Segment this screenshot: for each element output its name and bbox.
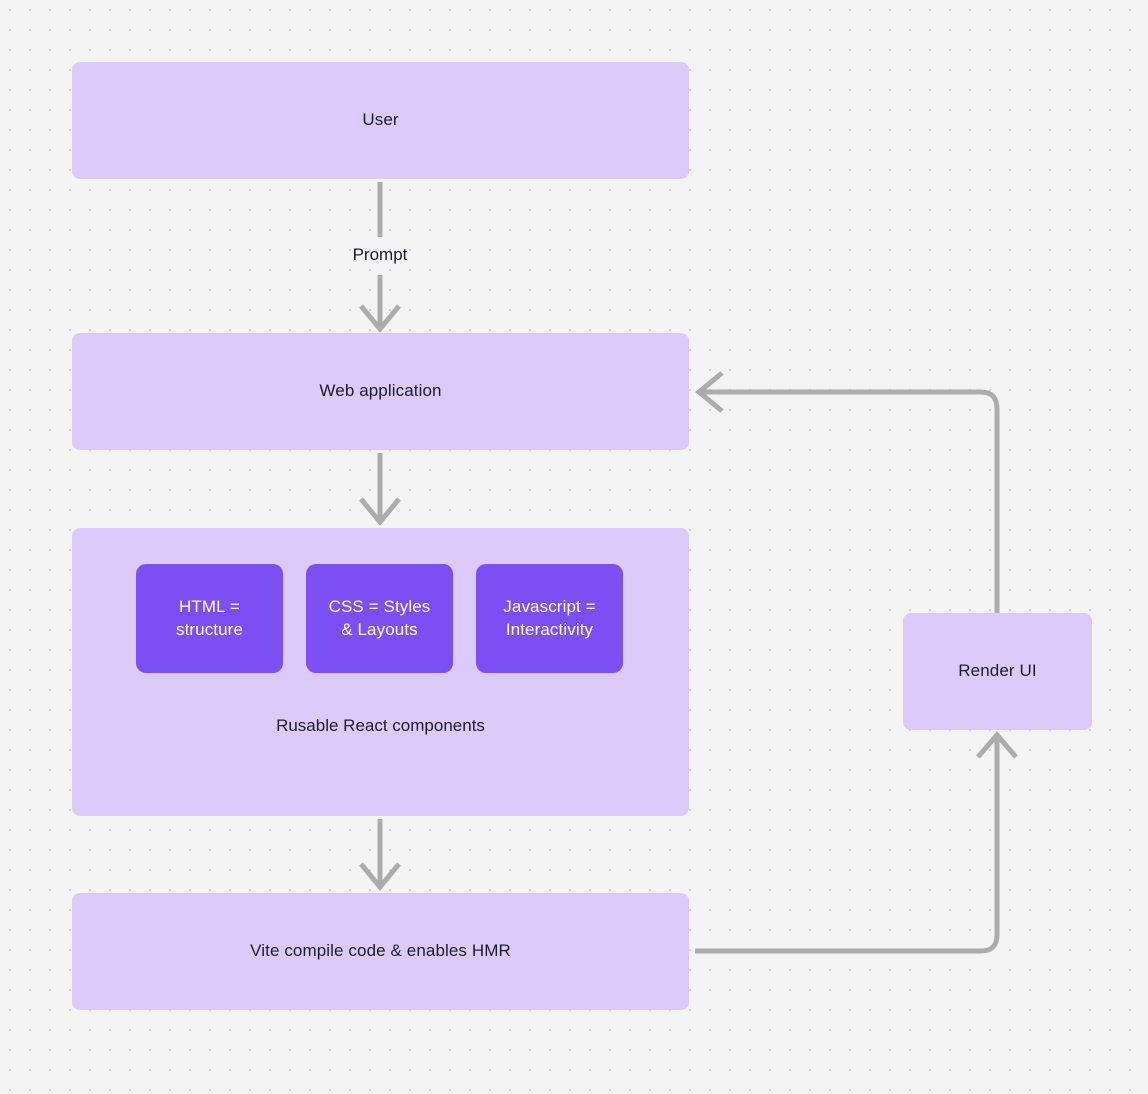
node-components-caption: Rusable React components — [276, 716, 485, 735]
node-user-label: User — [362, 110, 399, 130]
node-vite-label: Vite compile code & enables HMR — [250, 941, 511, 961]
edge-webapp-to-components-arrowhead — [359, 497, 401, 526]
node-javascript-label-line1: Javascript = — [503, 596, 596, 616]
edge-vite-to-render — [695, 738, 1000, 954]
edge-vite-to-render-arrowhead — [976, 731, 1018, 759]
node-user[interactable]: User — [72, 62, 689, 179]
node-html-label: HTML = structure — [176, 596, 243, 642]
node-html[interactable]: HTML = structure — [136, 564, 283, 673]
node-css[interactable]: CSS = Styles & Layouts — [306, 564, 453, 673]
edge-render-to-webapp-arrowhead — [695, 371, 724, 413]
node-render-ui-label: Render UI — [958, 661, 1037, 681]
node-web-application[interactable]: Web application — [72, 333, 689, 450]
node-vite[interactable]: Vite compile code & enables HMR — [72, 893, 689, 1010]
edge-components-to-vite-arrowhead — [359, 862, 401, 891]
node-css-label-line2: & Layouts — [341, 619, 418, 639]
edge-label-prompt: Prompt — [352, 245, 408, 264]
node-javascript[interactable]: Javascript = Interactivity — [476, 564, 623, 673]
node-css-label: CSS = Styles & Layouts — [329, 596, 431, 642]
node-render-ui[interactable]: Render UI — [903, 613, 1092, 730]
node-html-label-line1: HTML = — [179, 596, 240, 616]
node-html-label-line2: structure — [175, 619, 244, 639]
node-web-application-label: Web application — [319, 381, 442, 401]
edge-user-to-webapp-arrowhead — [359, 304, 401, 333]
node-javascript-label: Javascript = Interactivity — [503, 596, 595, 642]
node-javascript-label-line2: Interactivity — [505, 619, 594, 639]
node-css-label-line1: CSS = Styles — [328, 596, 431, 616]
edge-render-to-webapp — [703, 389, 1000, 613]
